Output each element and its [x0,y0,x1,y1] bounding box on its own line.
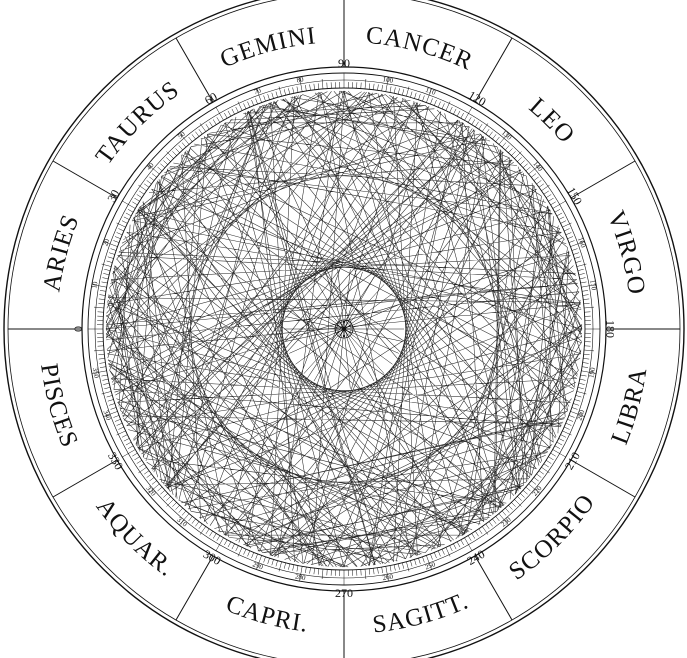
sign-label-capri: CAPRI. [222,590,310,638]
degree-label: 90 [338,56,350,70]
degree-label: 50 [176,130,187,141]
degree-label: 20 [101,237,111,247]
degree-label: 160 [576,236,587,249]
sign-label-libra: LIBRA [606,365,652,448]
degree-label: 290 [251,560,264,571]
sign-label-virgo: VIRGO [602,207,650,297]
degree-label: 180 [603,320,617,338]
degree-label: 30 [104,187,122,204]
degree-label: 230 [499,515,513,528]
degree-label: 0 [71,326,85,332]
degree-label: 60 [202,89,219,107]
center-star-icon [335,320,353,338]
degree-label: 270 [335,586,353,600]
degree-label: 110 [424,86,437,97]
sign-divider [53,460,117,497]
sign-label-pisces: PISCES [35,362,83,452]
sign-label-aries: ARIES [38,211,84,294]
sign-divider [176,556,213,620]
sign-label-cancer: CANCER [365,22,477,76]
sign-label-leo: LEO [524,93,580,149]
degree-label: 250 [424,560,437,571]
degree-label: 200 [575,408,586,421]
sign-label-gemini: GEMINI [216,22,317,73]
sign-label-sagitt: SAGITT. [371,587,472,638]
degree-label: 220 [531,484,544,498]
degree-label: 130 [500,129,514,142]
degree-label: 340 [102,409,113,422]
degree-label: 320 [144,484,157,498]
degree-label: 140 [531,160,544,174]
degree-label: 70 [253,86,263,96]
degree-label: 310 [175,516,189,529]
degree-label: 10 [90,280,99,289]
